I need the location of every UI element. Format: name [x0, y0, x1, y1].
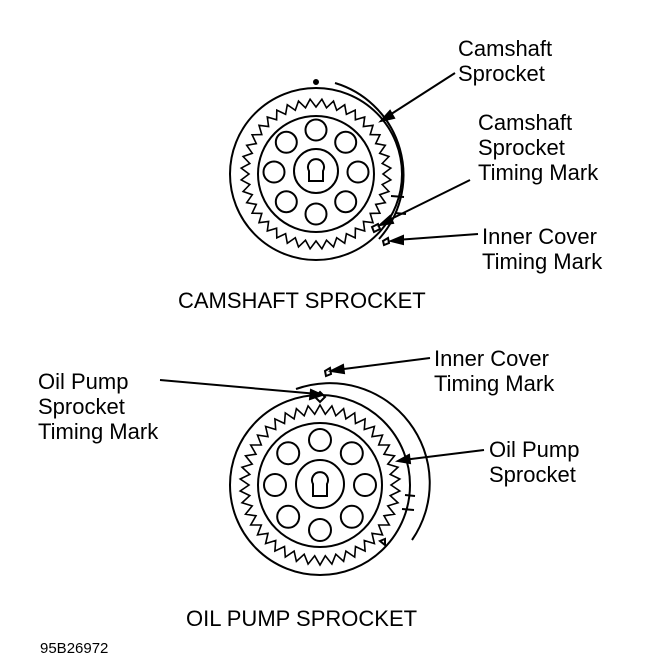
- label-line: Sprocket: [478, 135, 565, 160]
- cover-timing-mark: [323, 366, 333, 378]
- camshaft-sprocket-drawing: [229, 79, 407, 261]
- bolt-hole: [308, 518, 332, 542]
- oil-pump-sprocket-drawing: [229, 366, 431, 576]
- label-camshaft-sprocket: Camshaft Sprocket: [458, 36, 552, 86]
- label-oil-pump-sprocket: Oil Pump Sprocket: [489, 437, 579, 487]
- bolt-hole: [339, 441, 364, 466]
- bolt-hole: [304, 202, 328, 226]
- sprocket-tooth-profile: [239, 97, 393, 251]
- inner-cover-outline: [295, 382, 431, 541]
- label-line: Oil Pump: [489, 437, 580, 462]
- bolt-hole: [308, 428, 332, 452]
- arrowhead: [376, 214, 395, 227]
- arrowhead: [308, 388, 325, 401]
- arrowhead: [378, 109, 396, 123]
- bolt-hole: [339, 504, 364, 529]
- label-camshaft-sprocket-timing-mark: Camshaft Sprocket Timing Mark: [478, 110, 598, 185]
- bolt-hole: [274, 190, 298, 214]
- bolt-hole: [276, 441, 301, 466]
- label-line: Inner Cover: [434, 346, 549, 371]
- leader-oil-pump-sprocket: [402, 449, 485, 461]
- caption-camshaft-sprocket: CAMSHAFT SPROCKET: [178, 288, 426, 313]
- arrowhead: [394, 453, 412, 465]
- bolt-hole: [276, 504, 301, 529]
- leader-oil-pump-timing-mark: [159, 379, 319, 395]
- sprocket-bolt-holes: [262, 118, 370, 226]
- arrowhead: [387, 234, 404, 246]
- leader-inner-cover-mark: [395, 233, 479, 241]
- cover-timing-mark: [381, 236, 391, 247]
- label-inner-cover-timing-mark-top: Inner Cover Timing Mark: [482, 224, 602, 274]
- leader-camshaft-sprocket: [384, 72, 456, 119]
- sprocket-hub-ring: [257, 422, 383, 548]
- sprocket-bolt-holes: [263, 428, 377, 542]
- bolt-hole: [353, 473, 377, 497]
- camshaft-leaders: [376, 72, 479, 246]
- label-line: Camshaft: [458, 36, 553, 61]
- bolt-hole: [262, 160, 286, 184]
- label-inner-cover-timing-mark-bottom: Inner Cover Timing Mark: [434, 346, 554, 396]
- label-line: Oil Pump: [38, 369, 129, 394]
- leader-sprocket-timing-mark: [384, 179, 471, 223]
- sprocket-center-hub: [293, 148, 339, 194]
- label-line: Timing Mark: [482, 249, 603, 274]
- figure-id: 95B26972: [40, 640, 109, 657]
- bolt-hole: [334, 190, 358, 214]
- bolt-hole: [263, 473, 287, 497]
- bolt-hole: [274, 130, 298, 154]
- sprocket-teeth: [238, 403, 402, 567]
- label-line: Timing Mark: [478, 160, 599, 185]
- sprocket-teeth: [239, 97, 393, 251]
- sprocket-tooth-profile: [238, 403, 402, 567]
- bolt-hole: [334, 130, 358, 154]
- sprocket-top-mark: [313, 79, 319, 85]
- keyed-bore: [311, 471, 329, 497]
- caption-oil-pump-sprocket: OIL PUMP SPROCKET: [186, 606, 418, 631]
- bolt-hole: [346, 160, 370, 184]
- label-line: Sprocket: [458, 61, 545, 86]
- cover-tick: [401, 508, 415, 511]
- label-line: Timing Mark: [38, 419, 159, 444]
- sprocket-center-hub: [295, 459, 345, 509]
- sprocket-hub-ring: [257, 115, 375, 233]
- bolt-hole: [304, 118, 328, 142]
- label-line: Inner Cover: [482, 224, 597, 249]
- cover-small-mark: [378, 537, 386, 548]
- label-line: Sprocket: [38, 394, 125, 419]
- keyed-bore: [307, 158, 325, 182]
- label-line: Camshaft: [478, 110, 573, 135]
- sprocket-outer-rim: [229, 87, 403, 261]
- oil-pump-leaders: [159, 357, 485, 465]
- label-line: Sprocket: [489, 462, 576, 487]
- leader-inner-cover-mark: [335, 357, 431, 371]
- arrowhead: [327, 363, 346, 375]
- cover-tick: [390, 195, 405, 198]
- label-line: Timing Mark: [434, 371, 555, 396]
- label-oil-pump-sprocket-timing-mark: Oil Pump Sprocket Timing Mark: [38, 369, 158, 444]
